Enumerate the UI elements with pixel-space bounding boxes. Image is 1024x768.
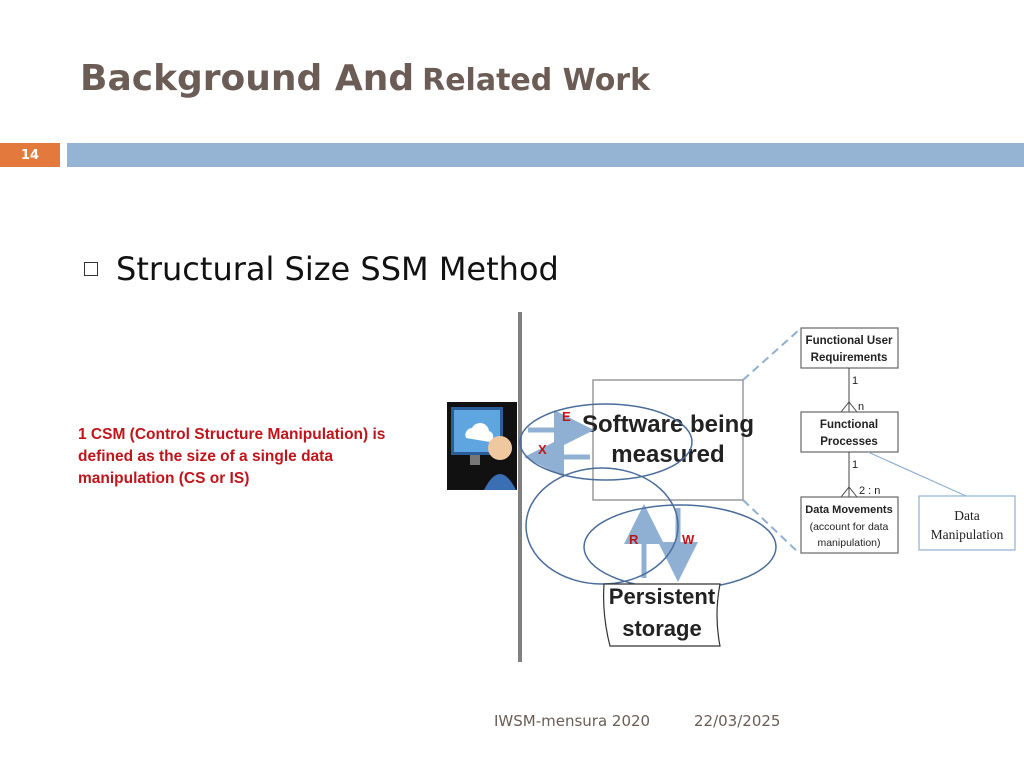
storage-label-line1: Persistent (609, 584, 716, 609)
dm-label-line2: (account for data (810, 521, 889, 533)
callout-line (867, 451, 967, 497)
title-part-2: Related Work (422, 63, 651, 98)
header-bar (67, 143, 1024, 167)
mult1-bottom: n (858, 401, 864, 413)
footer-date: 22/03/2025 (694, 712, 781, 730)
mult2-top: 1 (852, 459, 858, 471)
ellipse-middle (525, 467, 679, 585)
data-movements-box (800, 496, 899, 554)
label-w: W (682, 532, 695, 547)
callout-label-line2: Manipulation (931, 527, 1004, 542)
software-label-line2: measured (611, 441, 724, 468)
functional-processes-box (800, 411, 899, 453)
zoom-line-top (742, 329, 800, 381)
csm-definition-note: 1 CSM (Control Structure Manipulation) i… (78, 426, 386, 487)
label-x: X (538, 442, 547, 457)
software-box (592, 379, 744, 501)
functional-user-requirements-box (800, 327, 899, 369)
footer-conference: IWSM-mensura 2020 (494, 712, 651, 730)
crowfoot-1 (840, 401, 858, 413)
callout-label-line1: Data (954, 508, 979, 523)
bullet-text: Structural Size SSM Method (116, 250, 559, 288)
user-icon (447, 402, 517, 490)
bullet-item: Structural Size SSM Method (84, 250, 559, 288)
ellipse-entry-exit (519, 403, 693, 481)
fur-label-line2: Requirements (811, 352, 888, 364)
fur-label-line1: Functional User (806, 335, 893, 347)
storage-shape (603, 583, 721, 647)
dm-label-line3: manipulation) (817, 537, 880, 549)
label-e: E (562, 409, 571, 424)
label-r: R (629, 532, 639, 547)
fp-label-line2: Processes (820, 436, 878, 448)
fp-label-line1: Functional (820, 419, 878, 431)
page-number-badge: 14 (0, 143, 60, 167)
crowfoot-2 (840, 486, 858, 498)
dm-label-line1: Data Movements (805, 504, 892, 516)
mult1-top: 1 (852, 375, 858, 387)
square-bullet-icon (84, 262, 98, 276)
mult2-bottom: 2 : n (859, 485, 880, 497)
storage-label-line2: storage (622, 616, 701, 641)
zoom-line-bottom (742, 499, 800, 554)
data-manipulation-callout (918, 495, 1016, 551)
title-part-1: Background And (80, 58, 415, 99)
